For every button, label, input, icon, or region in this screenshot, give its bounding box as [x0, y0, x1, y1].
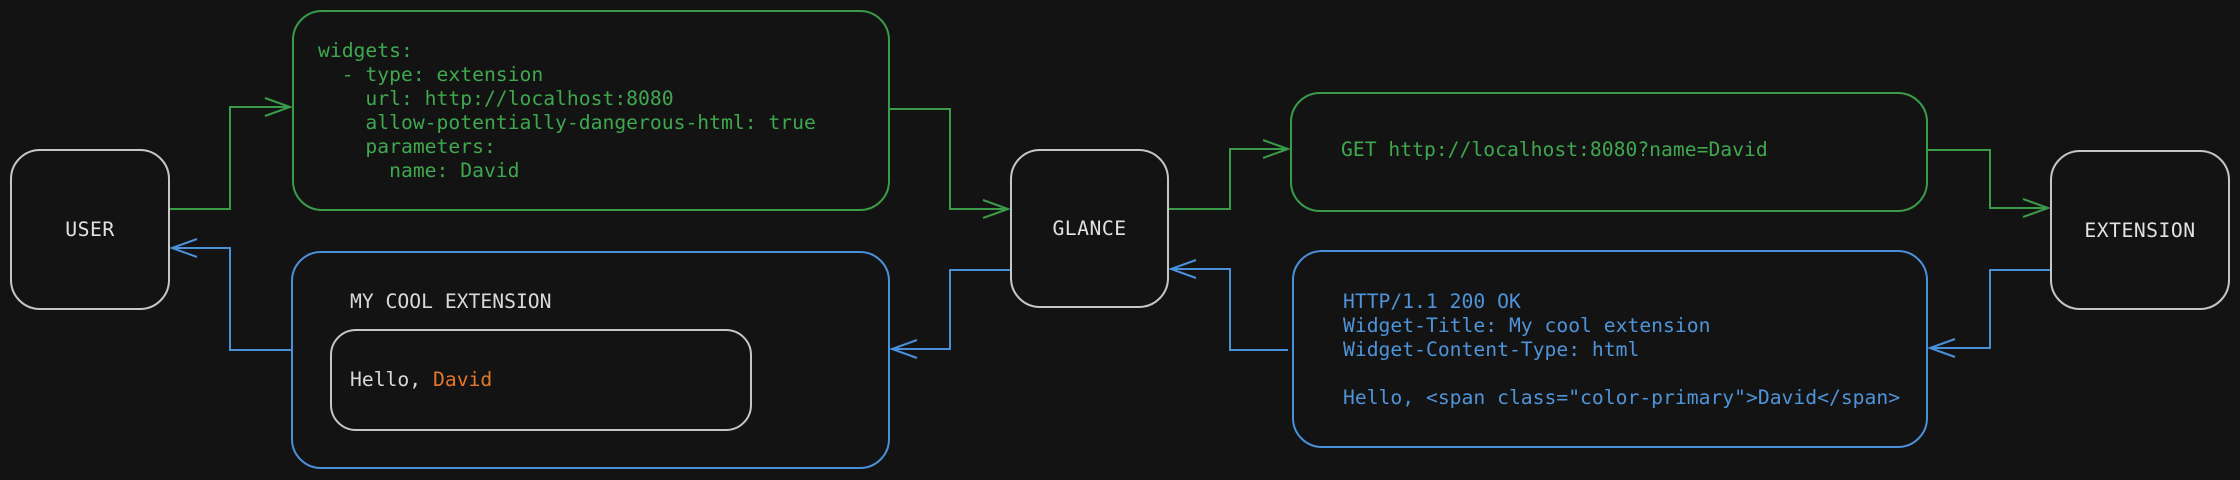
arrowhead-glance-to-request: [1262, 139, 1291, 159]
node-extension: EXTENSION: [2050, 150, 2230, 310]
config-yaml-code: widgets: - type: extension url: http://l…: [318, 39, 816, 183]
widget-title: MY COOL EXTENSION: [350, 290, 552, 313]
arrowhead-request-to-extension: [2022, 198, 2051, 218]
node-user: USER: [10, 149, 170, 310]
config-yaml-box: widgets: - type: extension url: http://l…: [292, 10, 890, 211]
widget-content-frame: Hello, David: [330, 329, 752, 431]
arrowhead-response-to-glance: [1168, 259, 1197, 279]
extension-label: EXTENSION: [2084, 218, 2196, 242]
config-line: url: http://localhost:8080: [318, 87, 674, 110]
response-line: Hello, <span class="color-primary">David…: [1343, 386, 1901, 409]
arrowhead-extension-to-response: [1927, 338, 1956, 358]
http-response-code: HTTP/1.1 200 OK Widget-Title: My cool ex…: [1343, 290, 1900, 410]
config-line: - type: extension: [318, 63, 544, 86]
greeting-prefix: Hello,: [350, 368, 433, 391]
arrowhead-user-to-config: [264, 97, 293, 117]
http-request-box: GET http://localhost:8080?name=David: [1290, 92, 1928, 212]
node-glance: GLANCE: [1010, 149, 1169, 308]
response-line: HTTP/1.1 200 OK: [1343, 290, 1521, 313]
connector-glance-to-widget: [892, 269, 1010, 350]
http-request-code: GET http://localhost:8080?name=David: [1341, 138, 1768, 162]
connector-extension-to-response: [1930, 269, 2050, 349]
response-line: Widget-Content-Type: html: [1343, 338, 1640, 361]
user-label: USER: [65, 218, 115, 241]
connector-glance-to-request: [1169, 148, 1288, 210]
arrowhead-config-to-glance: [982, 199, 1011, 219]
arrowhead-glance-to-widget: [889, 339, 918, 359]
config-line: parameters:: [318, 135, 496, 158]
connector-request-to-extension: [1928, 149, 2048, 209]
greeting-name: David: [432, 368, 493, 391]
arrowhead-widget-to-user: [169, 238, 198, 258]
connector-widget-to-user: [172, 247, 291, 351]
widget-preview-box: MY COOL EXTENSION Hello, David: [291, 251, 890, 469]
response-line: Widget-Title: My cool extension: [1343, 314, 1711, 337]
config-line: widgets:: [318, 39, 413, 62]
response-line: [1343, 362, 1900, 386]
connector-user-to-config: [170, 106, 290, 210]
request-line: GET http://localhost:8080?name=David: [1341, 138, 1768, 161]
config-line: name: David: [318, 159, 520, 182]
widget-greeting: Hello, David: [350, 368, 492, 392]
connector-response-to-glance: [1171, 268, 1288, 351]
http-response-box: HTTP/1.1 200 OK Widget-Title: My cool ex…: [1292, 250, 1928, 448]
config-line: allow-potentially-dangerous-html: true: [318, 111, 816, 134]
connector-config-to-glance: [890, 108, 1008, 210]
glance-label: GLANCE: [1052, 217, 1127, 240]
